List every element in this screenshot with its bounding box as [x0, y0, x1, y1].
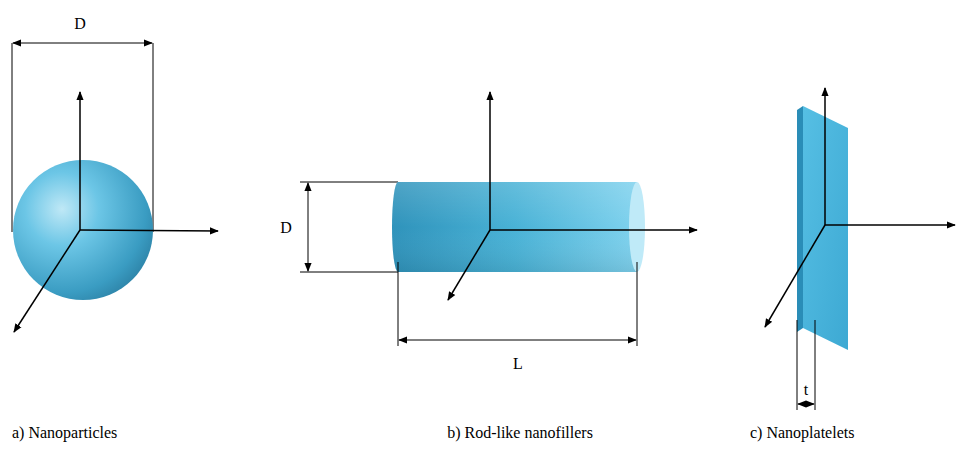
extension-line	[300, 272, 398, 273]
rod-figure	[300, 92, 697, 346]
platelet-figure	[765, 88, 955, 410]
extension-line	[12, 43, 13, 232]
dimension-label: L	[513, 355, 523, 373]
dimension-label: D	[74, 15, 86, 33]
platelet-edge	[797, 106, 803, 332]
figure-caption: b) Rod-like nanofillers	[447, 424, 593, 442]
axis-arrow	[490, 229, 697, 231]
extension-line	[398, 262, 399, 346]
axis-arrow	[79, 92, 81, 230]
axis-arrow	[824, 88, 826, 225]
dimension-line	[399, 340, 636, 341]
axis-arrow	[80, 230, 218, 231]
extension-line	[815, 320, 816, 410]
sphere-figure	[12, 43, 218, 332]
dimension-label: D	[280, 219, 292, 237]
rod-shape	[392, 182, 637, 272]
extension-line	[637, 262, 638, 346]
axis-arrow	[825, 224, 955, 226]
axis-arrow	[448, 230, 490, 300]
dimension-line	[13, 43, 152, 44]
dimension-line	[308, 183, 309, 271]
rod-end-face	[629, 182, 645, 272]
axis-arrow	[14, 230, 80, 332]
dimension-label: t	[804, 381, 808, 399]
figure-caption: a) Nanoparticles	[12, 424, 117, 442]
extension-line	[797, 320, 798, 410]
figure-caption: c) Nanoplatelets	[750, 424, 854, 442]
axis-arrow	[489, 92, 491, 230]
rod-shading	[392, 182, 637, 272]
extension-line	[153, 43, 154, 232]
axis-arrow	[765, 225, 825, 327]
extension-line	[300, 182, 398, 183]
dimension-line	[798, 404, 814, 405]
